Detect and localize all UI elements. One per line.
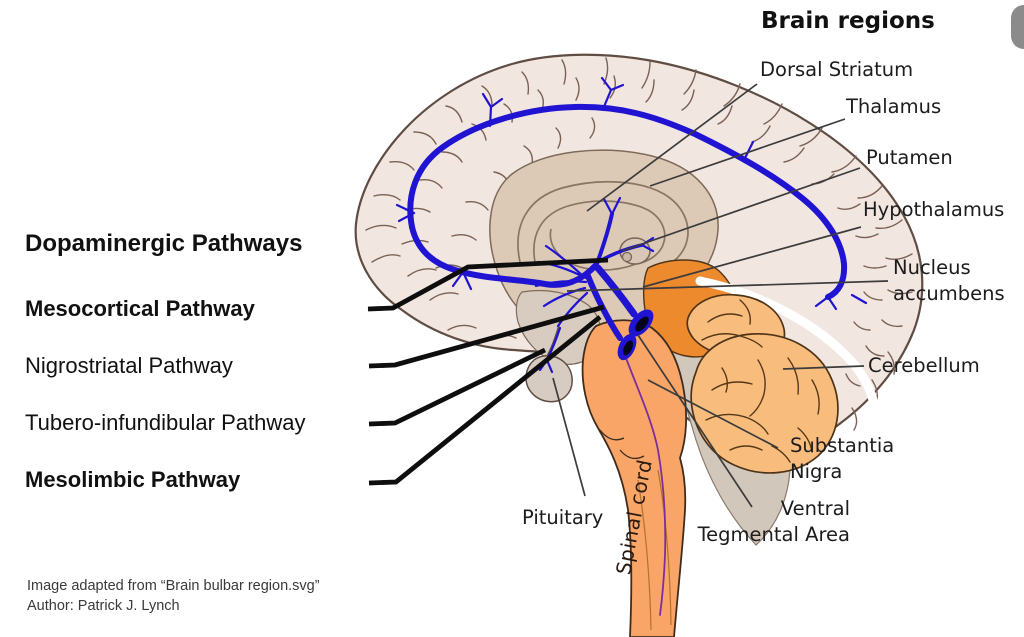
branch-tips	[602, 196, 655, 253]
label-tubero-infundibular: Tubero-infundibular Pathway	[25, 410, 306, 435]
callout-nigrostriatal	[368, 304, 605, 369]
pathways-title: Dopaminergic Pathways	[25, 230, 303, 257]
leader-putamen	[621, 167, 861, 252]
mesocortical-loop	[407, 103, 848, 300]
cord-nerve-line	[625, 357, 667, 616]
trunk-to-substantia-nigra	[594, 264, 638, 318]
loop-twigs	[395, 76, 868, 311]
substantia-nigra-bulb-core	[635, 316, 649, 332]
label-mesocortical: Mesocortical Pathway	[25, 296, 255, 321]
leader-pituitary	[552, 377, 586, 497]
label-cerebellum: Cerebellum	[868, 354, 980, 377]
scrollbar-thumb[interactable]	[1011, 5, 1024, 49]
region-leader-lines	[552, 83, 889, 508]
pathway-trunk	[409, 224, 599, 288]
leader-dorsal-striatum	[586, 83, 758, 212]
label-dorsal-striatum: Dorsal Striatum	[760, 58, 914, 81]
pathway-callout-lines	[367, 257, 609, 486]
label-nucleus-accumbens: Nucleus accumbens	[893, 256, 1005, 305]
brainstem-shape	[581, 319, 688, 637]
label-ventral-tegmental-area: Ventral Tegmental Area	[697, 497, 850, 546]
callout-mesolimbic	[368, 315, 602, 486]
regions-title: Brain regions	[761, 8, 935, 34]
white-gap	[695, 276, 882, 429]
leader-cerebellum	[782, 365, 865, 370]
arbor-vitae-lines	[701, 299, 820, 463]
leader-nucleus-accumbens	[566, 280, 889, 292]
leader-thalamus	[649, 118, 846, 187]
label-putamen: Putamen	[866, 146, 953, 169]
vta-bulb-core	[623, 340, 633, 356]
pons-bumps	[599, 429, 645, 460]
label-pituitary: Pituitary	[522, 506, 604, 529]
cord-inner-lines	[637, 469, 672, 631]
label-thalamus: Thalamus	[846, 95, 942, 118]
label-hypothalamus: Hypothalamus	[863, 198, 1005, 221]
dopaminergic-pathways-lines	[395, 76, 868, 616]
leader-substantia-nigra	[647, 379, 779, 449]
attribution-line2: Author: Patrick J. Lynch	[27, 598, 180, 614]
label-mesolimbic: Mesolimbic Pathway	[25, 467, 241, 492]
label-substantia-nigra: Substantia Nigra	[790, 434, 895, 483]
leader-vta	[637, 334, 753, 508]
callout-tubero-infundibular	[368, 347, 547, 427]
leader-hypothalamus	[642, 226, 862, 288]
putamen-dot	[621, 251, 633, 263]
callout-mesocortical	[367, 257, 609, 312]
label-nigrostriatal: Nigrostriatal Pathway	[25, 353, 233, 378]
attribution-line1: Image adapted from “Brain bulbar region.…	[27, 578, 320, 594]
